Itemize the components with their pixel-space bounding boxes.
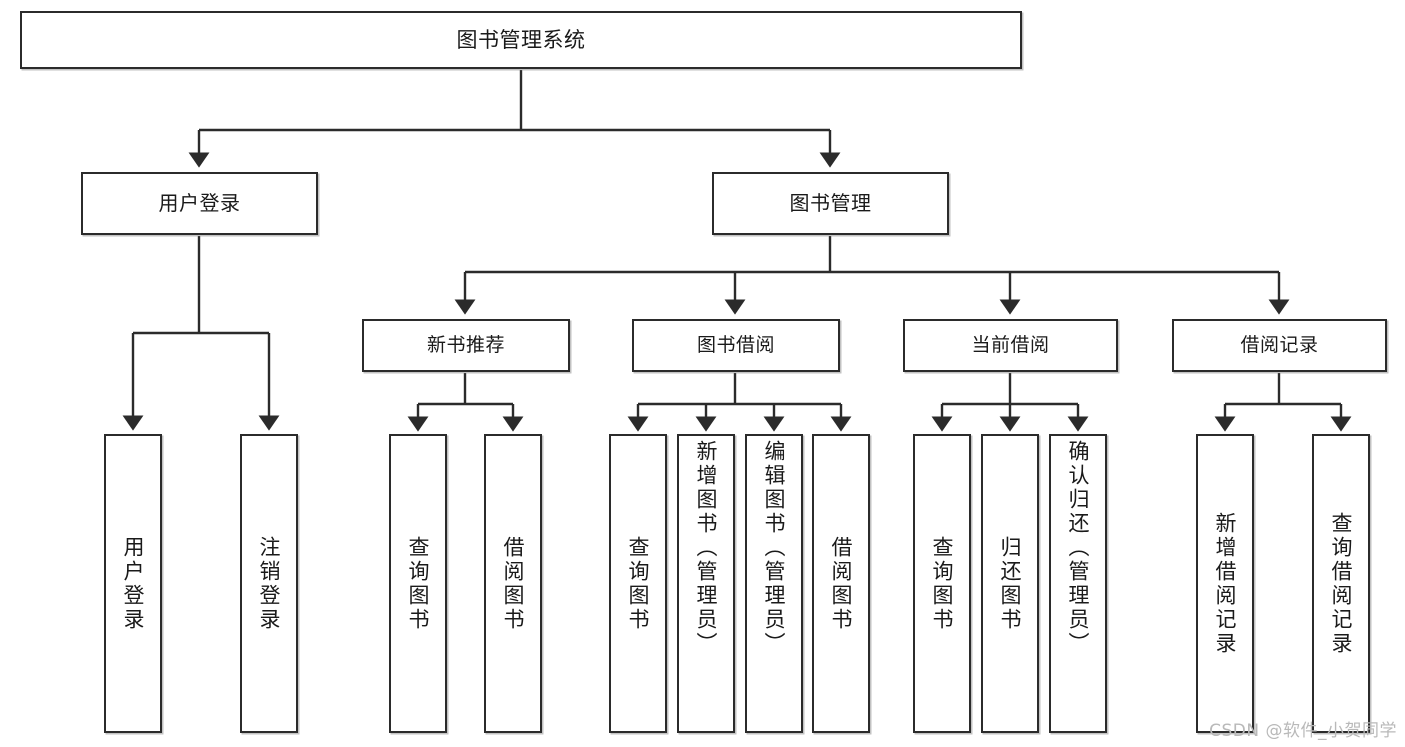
leaf-return-book[interactable]: 归还图书 — [981, 434, 1039, 733]
node-label: 借阅记录 — [1240, 334, 1319, 357]
node-label: 新书推荐 — [426, 334, 505, 357]
node-label: 查询图书 — [626, 535, 651, 632]
leaf-borrow-book-1[interactable]: 借阅图书 — [484, 434, 542, 733]
leaf-borrow-book-2[interactable]: 借阅图书 — [812, 434, 870, 733]
leaf-query-book-1[interactable]: 查询图书 — [389, 434, 447, 733]
node-label: 用户登录 — [121, 535, 146, 632]
node-label: 借阅图书 — [829, 535, 854, 632]
node-label: 图书借阅 — [696, 334, 775, 357]
node-label: 图书管理系统 — [456, 27, 586, 52]
node-label: 归还图书 — [998, 535, 1023, 632]
leaf-query-book-3[interactable]: 查询图书 — [913, 434, 971, 733]
node-label: 编辑图书（管理员） — [762, 440, 787, 656]
leaf-add-record[interactable]: 新增借阅记录 — [1196, 434, 1254, 733]
node-label: 查询图书 — [406, 535, 431, 632]
leaf-query-book-2[interactable]: 查询图书 — [609, 434, 667, 733]
leaf-user-logout[interactable]: 注销登录 — [240, 434, 298, 733]
node-label: 新增借阅记录 — [1213, 511, 1238, 656]
node-label: 确认归还（管理员） — [1066, 440, 1091, 656]
node-label: 查询图书 — [930, 535, 955, 632]
leaf-query-record[interactable]: 查询借阅记录 — [1312, 434, 1370, 733]
node-label: 查询借阅记录 — [1329, 511, 1354, 656]
node-label: 用户登录 — [158, 190, 241, 215]
node-label: 当前借阅 — [971, 334, 1050, 357]
leaf-confirm-return[interactable]: 确认归还（管理员） — [1049, 434, 1107, 733]
leaf-user-login[interactable]: 用户登录 — [104, 434, 162, 733]
node-label: 新增图书（管理员） — [694, 440, 719, 656]
watermark-text: CSDN @软件_小贺同学 — [1209, 721, 1397, 741]
node-book-manage[interactable]: 图书管理 — [712, 172, 949, 235]
node-label: 图书管理 — [789, 190, 872, 215]
node-current-borrow[interactable]: 当前借阅 — [903, 319, 1118, 372]
node-book-borrow[interactable]: 图书借阅 — [632, 319, 840, 372]
leaf-edit-book[interactable]: 编辑图书（管理员） — [745, 434, 803, 733]
node-label: 借阅图书 — [501, 535, 526, 632]
node-root-system[interactable]: 图书管理系统 — [20, 11, 1022, 69]
node-label: 注销登录 — [257, 535, 282, 632]
node-borrow-record[interactable]: 借阅记录 — [1172, 319, 1387, 372]
leaf-add-book[interactable]: 新增图书（管理员） — [677, 434, 735, 733]
node-user-login[interactable]: 用户登录 — [81, 172, 318, 235]
node-new-book-rec[interactable]: 新书推荐 — [362, 319, 570, 372]
